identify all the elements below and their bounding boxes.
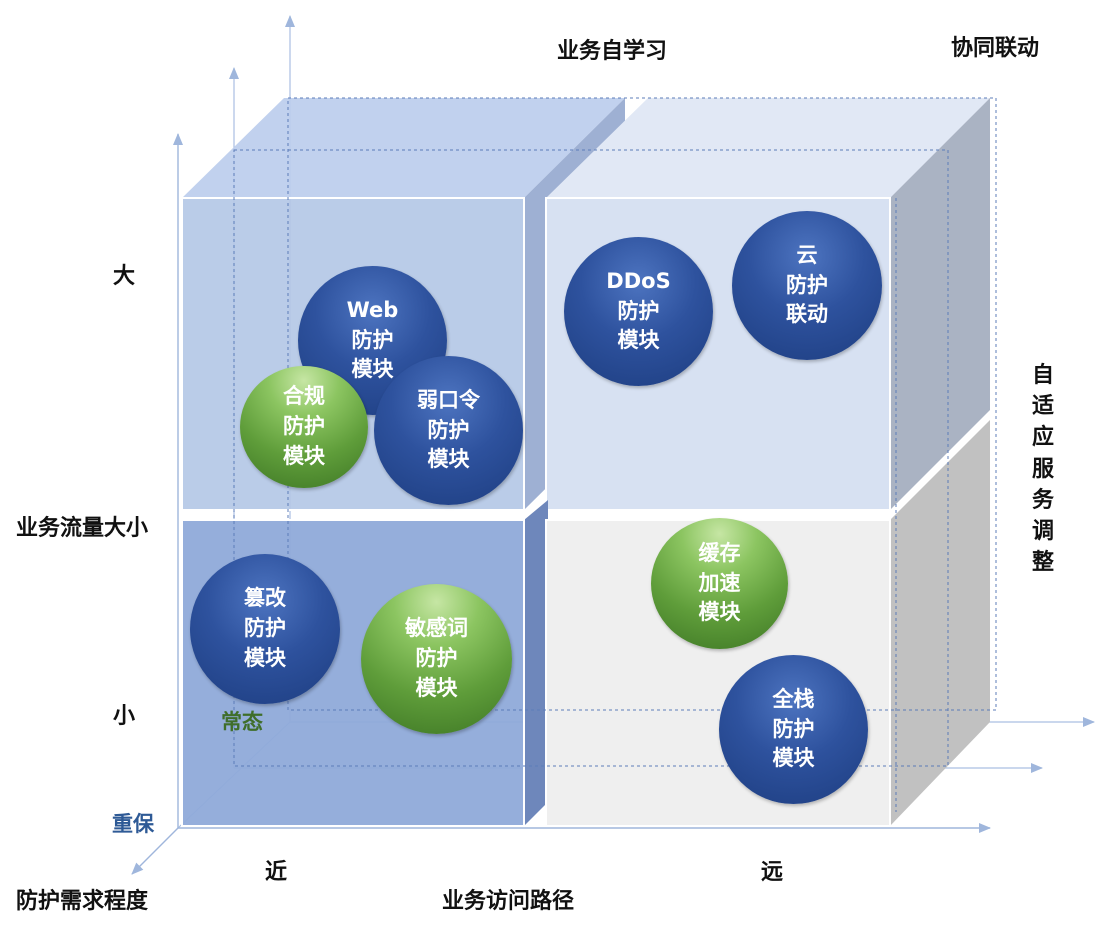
top-center-label: 业务自学习 [557, 39, 668, 64]
front-axes [131, 133, 991, 875]
dashed-guides [233, 97, 997, 812]
sensitive-word-protection-module: 敏感词 防护 模块 [361, 584, 512, 734]
top-right-label: 协同联动 [951, 36, 1040, 61]
compliance-protection-module: 合规 防护 模块 [240, 366, 368, 488]
block-top-right-side [890, 98, 990, 510]
z-normal-label: 常态 [221, 710, 263, 734]
y-small-label: 小 [113, 704, 136, 729]
x-axis-title: 业务访问路径 [442, 889, 575, 914]
dashed-guide-inner [233, 149, 949, 767]
x-near-label: 近 [265, 860, 288, 885]
y-large-label: 大 [113, 264, 136, 289]
tamper-protection-module: 篡改 防护 模块 [190, 554, 340, 704]
cloud-protection-linkage: 云 防护 联动 [732, 211, 882, 360]
right-vertical-label: 自适应服务调整 [1031, 363, 1054, 576]
y-axis-title: 业务流量大小 [16, 516, 149, 541]
block-top-right-top [546, 98, 990, 198]
full-stack-protection-module: 全栈 防护 模块 [719, 655, 868, 804]
z-critical-label: 重保 [112, 812, 154, 836]
weak-password-protection-module: 弱口令 防护 模块 [374, 356, 523, 505]
block-top-left-top [182, 98, 625, 198]
cache-acceleration-module: 缓存 加速 模块 [651, 518, 788, 649]
ddos-protection-module: DDoS 防护 模块 [564, 237, 713, 386]
block-bottom-right-side [890, 420, 990, 826]
block-bottom-left-side [524, 500, 548, 826]
z-axis-title: 防护需求程度 [16, 889, 149, 914]
z-axis [131, 827, 179, 875]
x-far-label: 远 [761, 860, 784, 885]
